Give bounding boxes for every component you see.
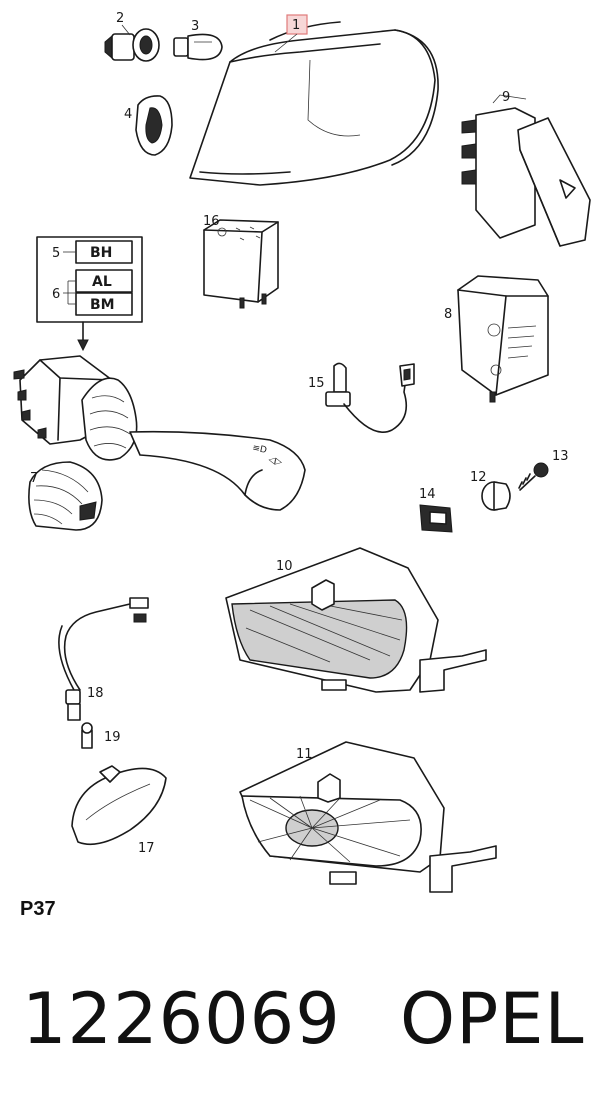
part-17-side-repeater [71,765,167,846]
callout-2: 2 [116,11,124,26]
part-18-harness [58,597,149,721]
code-bh: BH [90,245,112,261]
part-12-socket [481,481,511,511]
callout-6: 6 [52,287,60,302]
code-al: AL [92,274,112,290]
part-number: 1226069 [22,978,341,1060]
callout-3: 3 [191,19,199,34]
part-3-bulb [173,33,223,61]
callout-4: 4 [124,107,132,122]
part-11-fog-lamp [239,741,497,893]
parts-diagram: 1 2 3 4 9 16 [13,11,591,893]
part-7-boot [28,461,103,531]
callout-5: 5 [52,246,60,261]
part-14-clip [419,504,453,533]
callout-7: 7 [30,471,38,486]
part-10-fog-lamp [225,547,487,693]
part-4-grommet [135,95,173,156]
svg-text:◁▷: ◁▷ [267,455,283,468]
callout-13: 13 [552,449,569,464]
callout-14: 14 [419,487,436,502]
callout-16: 16 [203,214,220,229]
code-box-group: BH AL BM [36,236,143,352]
footer: 1226069 OPEL [0,978,600,1078]
callout-12: 12 [470,470,487,485]
callout-8: 8 [444,307,452,322]
brand-name: OPEL [400,978,585,1060]
part-9-hazard-switch [461,94,591,247]
svg-text:≡D: ≡D [251,443,267,456]
callout-19: 19 [104,730,121,745]
part-2-bulb-holder [104,28,160,62]
callout-15: 15 [308,376,325,391]
sheet-label: P37 [20,898,56,920]
callout-10: 10 [276,559,293,574]
part-1-indicator-lamp [189,21,439,186]
part-19-bulb [81,722,93,749]
callout-17: 17 [138,841,155,856]
callout-1: 1 [292,18,300,33]
part-8-flasher-unit [457,275,549,403]
code-bm: BM [90,297,115,313]
part-15-bulb-harness [325,362,415,433]
callout-11: 11 [296,747,313,762]
part-13-screw [518,462,549,491]
callout-18: 18 [87,686,104,701]
callout-9: 9 [502,90,510,105]
part-16-relay [203,219,279,309]
part-combination-switch: ≡D ◁▷ [13,355,306,511]
